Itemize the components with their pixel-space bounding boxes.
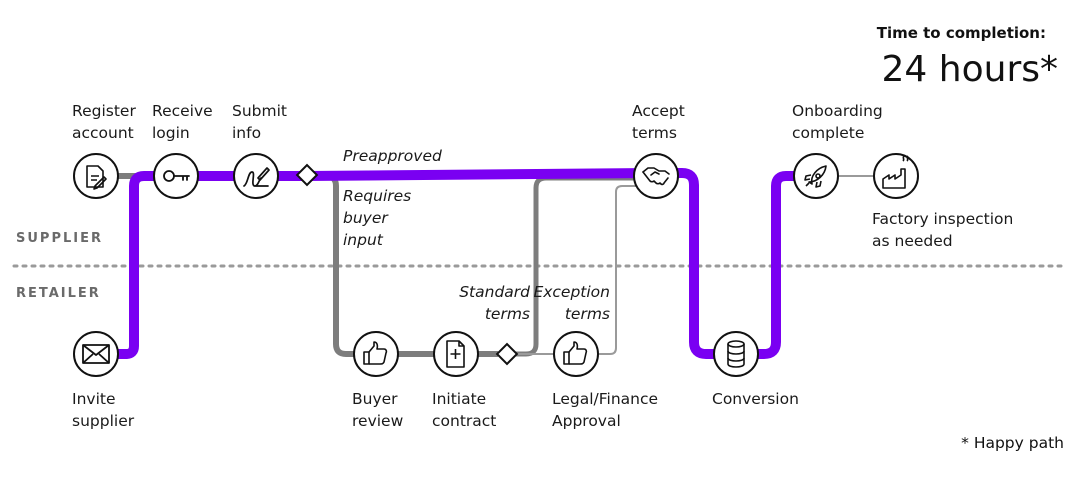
handshake-icon: [642, 167, 670, 186]
label-factory-inspection: Factory inspection as needed: [872, 210, 1014, 250]
thumbs-up-icon: [363, 341, 388, 365]
document-pen-icon: [86, 165, 107, 190]
label-invite-supplier: Invite supplier: [72, 390, 135, 430]
node-register-account[interactable]: [73, 153, 119, 199]
database-icon: [727, 340, 745, 368]
branch-label-exception-terms: Exception terms: [533, 283, 610, 323]
node-submit-info[interactable]: [233, 153, 279, 199]
label-conversion: Conversion: [712, 390, 799, 408]
signature-icon: [243, 167, 270, 187]
branch-label-standard-terms: Standard terms: [459, 283, 530, 323]
gateway-terms: [495, 342, 519, 366]
node-buyer-review[interactable]: [353, 331, 399, 377]
time-to-completion-value: 24 hours*: [881, 49, 1058, 90]
node-initiate-contract[interactable]: [433, 331, 479, 377]
node-accept-terms[interactable]: [633, 153, 679, 199]
gateway-preapproval: [295, 163, 319, 187]
thumbs-up-icon: [563, 341, 588, 365]
label-buyer-review: Buyer review: [352, 390, 404, 430]
rocket-icon: [804, 165, 827, 188]
label-submit-info: Submit info: [232, 102, 287, 142]
label-accept-terms: Accept terms: [632, 102, 685, 142]
node-onboarding-complete[interactable]: [793, 153, 839, 199]
branch-label-preapproved: Preapproved: [343, 147, 442, 165]
label-initiate-contract: Initiate contract: [432, 390, 497, 430]
envelope-icon: [82, 344, 110, 364]
label-receive-login: Receive login: [152, 102, 213, 142]
path-exception-terms: [598, 185, 638, 355]
document-plus-icon: [446, 340, 465, 368]
lane-label-retailer: RETAILER: [16, 286, 101, 301]
key-icon: [163, 170, 190, 182]
node-factory-inspection[interactable]: [873, 153, 919, 199]
label-register-account: Register account: [72, 102, 136, 142]
node-receive-login[interactable]: [153, 153, 199, 199]
happy-path: [118, 168, 798, 359]
lane-label-supplier: SUPPLIER: [16, 231, 103, 246]
branch-label-requires-buyer-input: Requires buyer input: [343, 187, 412, 249]
label-onboarding-complete: Onboarding complete: [792, 102, 883, 142]
node-conversion[interactable]: [713, 331, 759, 377]
node-legal-finance-approval[interactable]: [553, 331, 599, 377]
node-invite-supplier[interactable]: [73, 331, 119, 377]
factory-icon: [882, 155, 909, 189]
time-to-completion-label: Time to completion:: [876, 24, 1046, 42]
label-legal-finance-approval: Legal/Finance Approval: [552, 390, 659, 430]
footnote-happy-path: * Happy path: [961, 434, 1064, 452]
